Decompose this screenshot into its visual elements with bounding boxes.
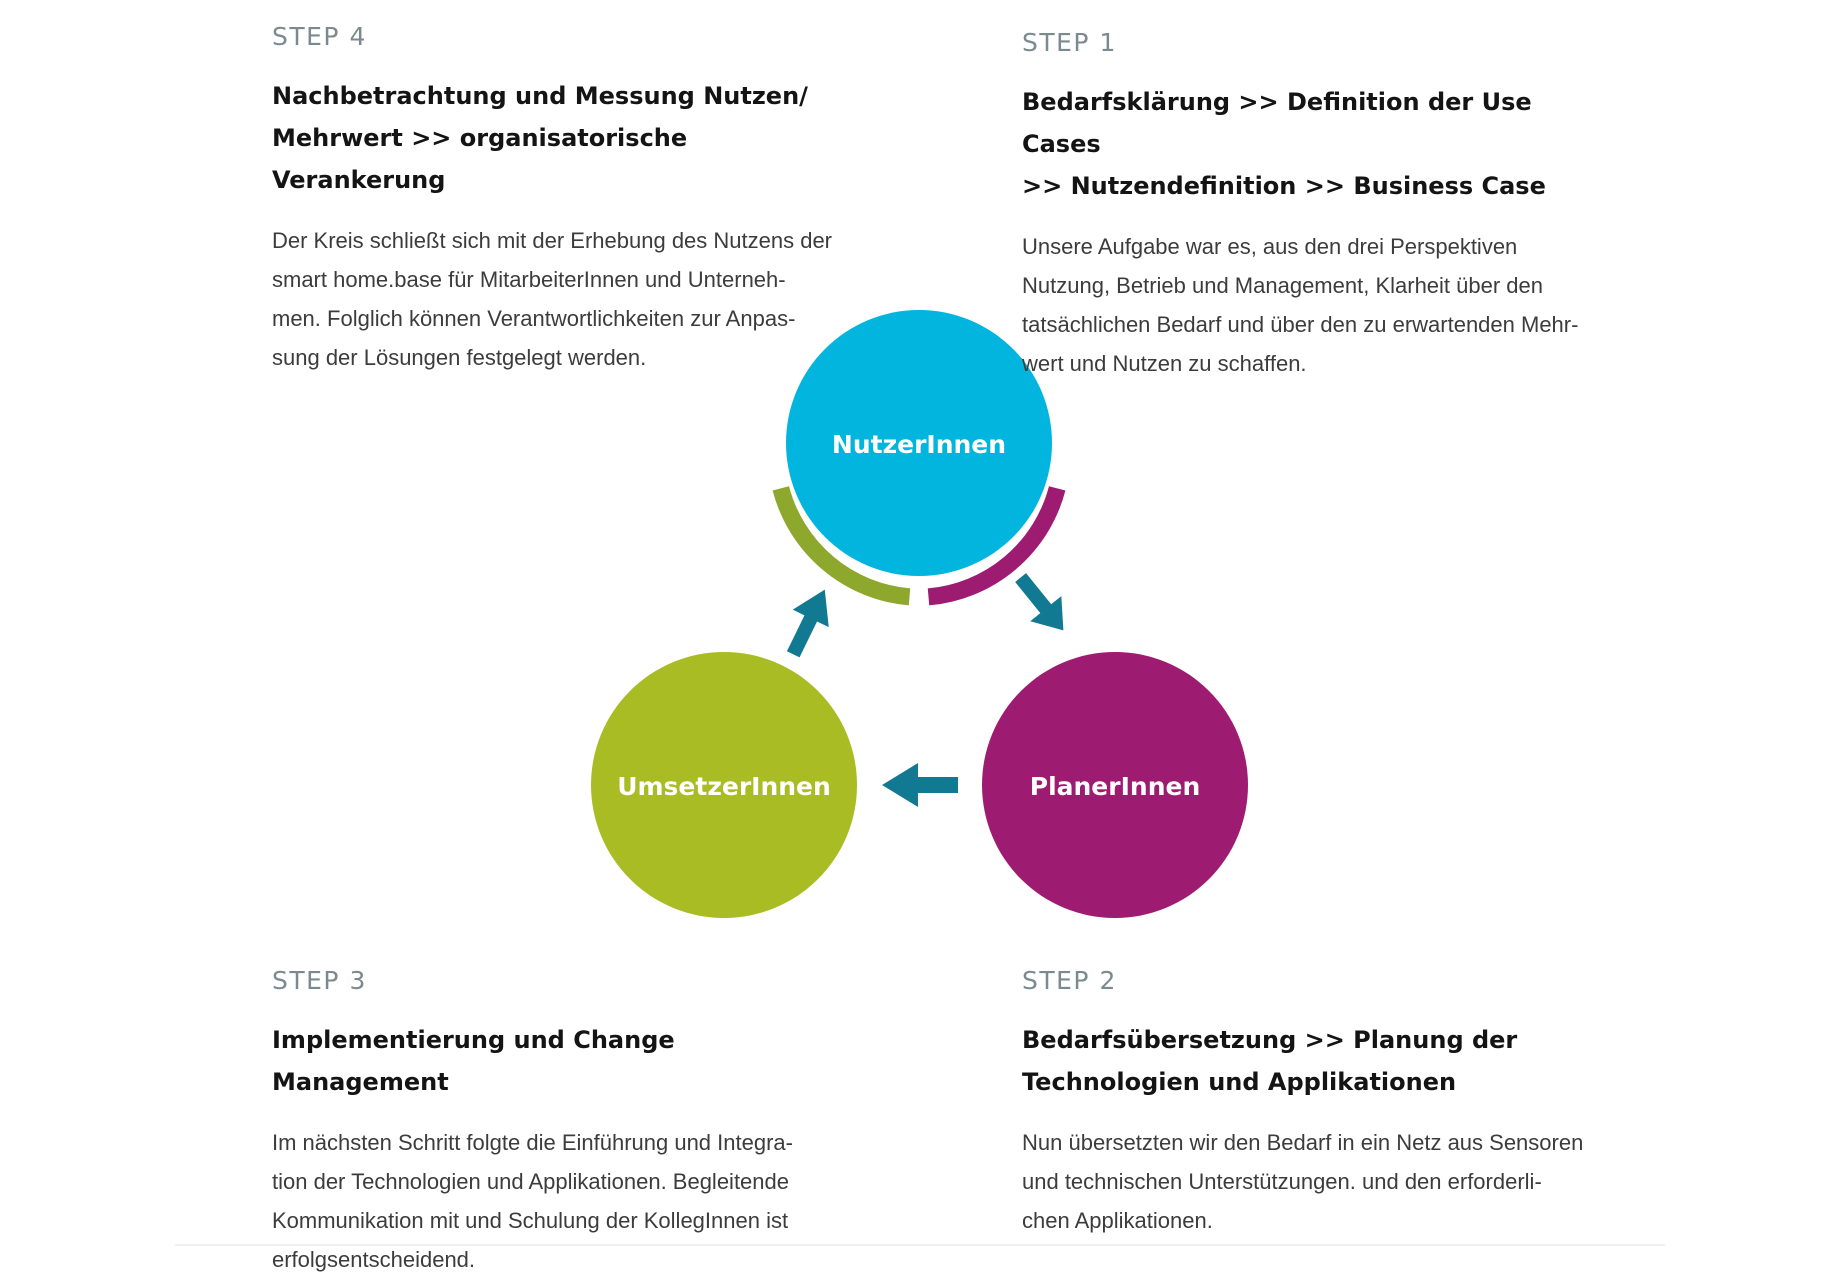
step-1-body-line: Nutzung, Betrieb und Management, Klarhei…: [1022, 273, 1543, 298]
step-3-title: Implementierung und Change Management: [272, 1019, 852, 1103]
step-3-body: Im nächsten Schritt folgte die Einführun…: [272, 1123, 852, 1279]
step-2-body-line: chen Applikationen.: [1022, 1208, 1213, 1233]
arc-right: [927, 486, 1066, 606]
arrow-right: [1015, 573, 1064, 631]
arc-left: [772, 486, 911, 606]
arrow-left: [882, 763, 958, 807]
node-planer: PlanerInnen: [982, 652, 1248, 918]
step-1-body: Unsere Aufgabe war es, aus den drei Pers…: [1022, 227, 1602, 383]
node-nutzer-label: NutzerInnen: [832, 430, 1006, 459]
step-4-body-line: men. Folglich können Verantwortlichkeite…: [272, 306, 796, 331]
step-2-title: Bedarfsübersetzung >> Planung der Techno…: [1022, 1019, 1602, 1103]
step-1-block: STEP 1 Bedarfsklärung >> Definition der …: [1022, 30, 1602, 383]
step-4-label: STEP 4: [272, 22, 367, 51]
step-4-title-line: Nachbetrachtung und Messung Nutzen/: [272, 82, 808, 110]
node-umsetzer-label: UmsetzerInnen: [617, 772, 831, 801]
step-3-body-line: Kommunikation mit und Schulung der Kolle…: [272, 1208, 789, 1233]
step-1-body-line: Unsere Aufgabe war es, aus den drei Pers…: [1022, 234, 1518, 259]
step-2-body: Nun übersetzten wir den Bedarf in ein Ne…: [1022, 1123, 1602, 1240]
step-2-body-line: und technischen Unterstützungen. und den…: [1022, 1169, 1542, 1194]
step-4-title-line: Mehrwert >> organisatorische Verankerung: [272, 124, 688, 194]
step-2-title-line: Technologien und Applikationen: [1022, 1068, 1457, 1096]
step-2-body-line: Nun übersetzten wir den Bedarf in ein Ne…: [1022, 1130, 1584, 1155]
step-4-title: Nachbetrachtung und Messung Nutzen/ Mehr…: [272, 75, 852, 201]
step-1-title: Bedarfsklärung >> Definition der Use Cas…: [1022, 81, 1602, 207]
step-3-label: STEP 3: [272, 966, 367, 995]
step-4-body-line: smart home.base für MitarbeiterInnen und…: [272, 267, 786, 292]
step-1-body-line: wert und Nutzen zu schaffen.: [1022, 351, 1307, 376]
step-2-label: STEP 2: [1022, 966, 1117, 995]
step-3-body-line: tion der Technologien und Applikationen.…: [272, 1169, 789, 1194]
step-1-body-line: tatsächlichen Bedarf und über den zu erw…: [1022, 312, 1579, 337]
node-umsetzer: UmsetzerInnen: [591, 652, 857, 918]
step-2-title-line: Bedarfsübersetzung >> Planung der: [1022, 1026, 1518, 1054]
step-1-title-line: >> Nutzendefinition >> Business Case: [1022, 172, 1546, 200]
step-1-label: STEP 1: [1022, 28, 1117, 57]
step-3-title-line: Implementierung und Change Management: [272, 1026, 675, 1096]
step-4-body-line: sung der Lösungen festgelegt werden.: [272, 345, 647, 370]
arrow-up-right: [786, 589, 829, 658]
step-4-body-line: Der Kreis schließt sich mit der Erhebung…: [272, 228, 833, 253]
step-2-block: STEP 2 Bedarfsübersetzung >> Planung der…: [1022, 968, 1602, 1240]
node-planer-label: PlanerInnen: [1030, 772, 1201, 801]
step-4-block: STEP 4 Nachbetrachtung und Messung Nutze…: [272, 24, 852, 377]
step-3-block: STEP 3 Implementierung und Change Manage…: [272, 968, 852, 1279]
step-4-body: Der Kreis schließt sich mit der Erhebung…: [272, 221, 852, 377]
step-1-title-line: Bedarfsklärung >> Definition der Use Cas…: [1022, 88, 1532, 158]
bottom-divider: [175, 1244, 1665, 1246]
step-3-body-line: Im nächsten Schritt folgte die Einführun…: [272, 1130, 793, 1155]
